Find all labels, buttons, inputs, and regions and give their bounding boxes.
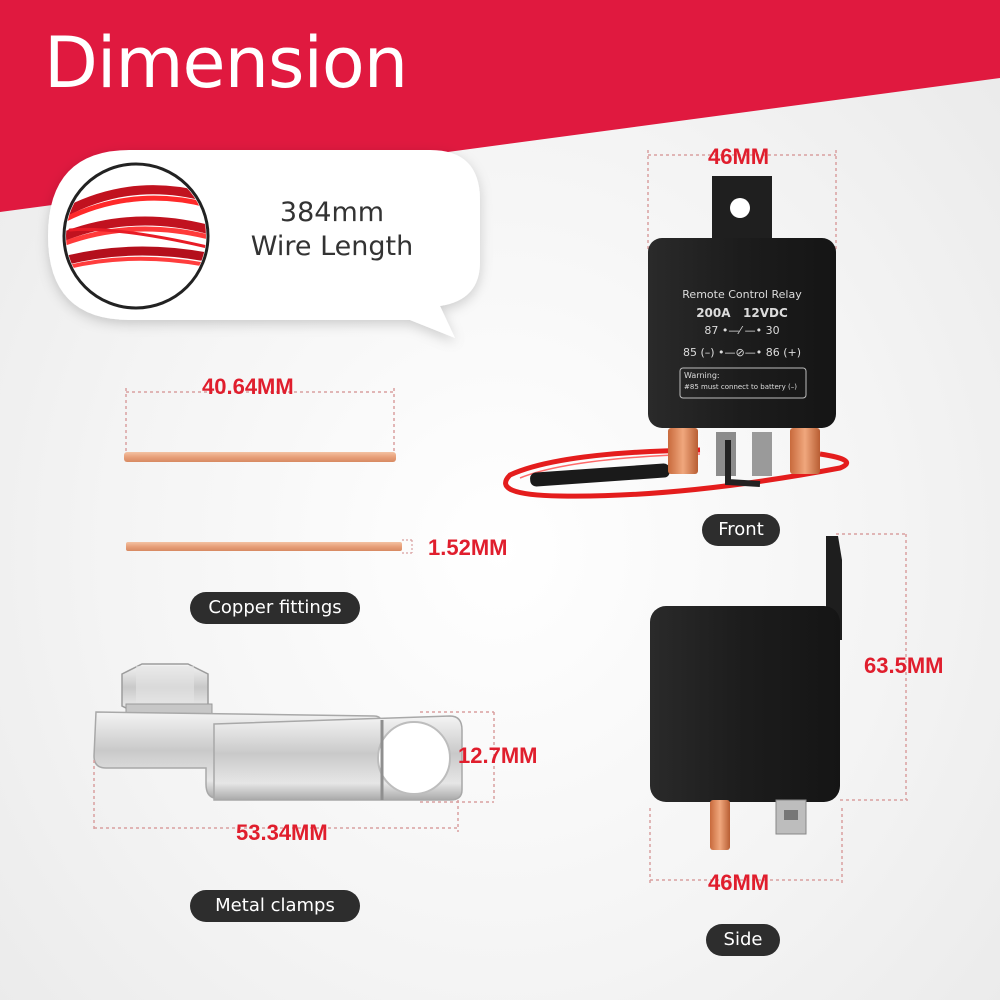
side-height-dimension: 63.5MM bbox=[864, 653, 944, 678]
relay-warning-title: Warning: bbox=[684, 371, 720, 380]
relay-front bbox=[503, 150, 850, 499]
copper-strip-top bbox=[124, 388, 396, 462]
front-width-dimension: 46MM bbox=[708, 144, 770, 169]
metal-clamp bbox=[93, 663, 495, 832]
metal-clamps-label: Metal clamps bbox=[190, 890, 360, 922]
wire-length-value: 384mm bbox=[279, 197, 385, 228]
relay-pins-top: 87 •—⁄ —• 30 bbox=[704, 324, 780, 337]
copper-length-dimension: 40.64MM bbox=[202, 374, 294, 399]
relay-warning-text: #85 must connect to battery (–) bbox=[684, 383, 797, 391]
relay-rating: 200A 12VDC bbox=[696, 306, 788, 320]
relay-name: Remote Control Relay bbox=[682, 288, 802, 301]
wire-length-text: 384mm Wire Length bbox=[232, 196, 432, 264]
side-width-dimension: 46MM bbox=[708, 870, 770, 895]
side-label: Side bbox=[706, 924, 780, 956]
wire-length-label: Wire Length bbox=[250, 231, 414, 262]
copper-fittings-label: Copper fittings bbox=[190, 592, 360, 624]
page-title: Dimension bbox=[44, 22, 408, 104]
clamp-height-dimension: 12.7MM bbox=[458, 743, 538, 768]
front-label: Front bbox=[702, 514, 780, 546]
copper-strip-side bbox=[126, 539, 413, 554]
copper-thickness-dimension: 1.52MM bbox=[428, 535, 508, 560]
relay-pins-bottom: 85 (–) •—⊘—• 86 (+) bbox=[682, 346, 802, 359]
relay-side bbox=[649, 533, 908, 884]
wire-coil-icon bbox=[62, 162, 210, 310]
clamp-length-dimension: 53.34MM bbox=[236, 820, 328, 845]
